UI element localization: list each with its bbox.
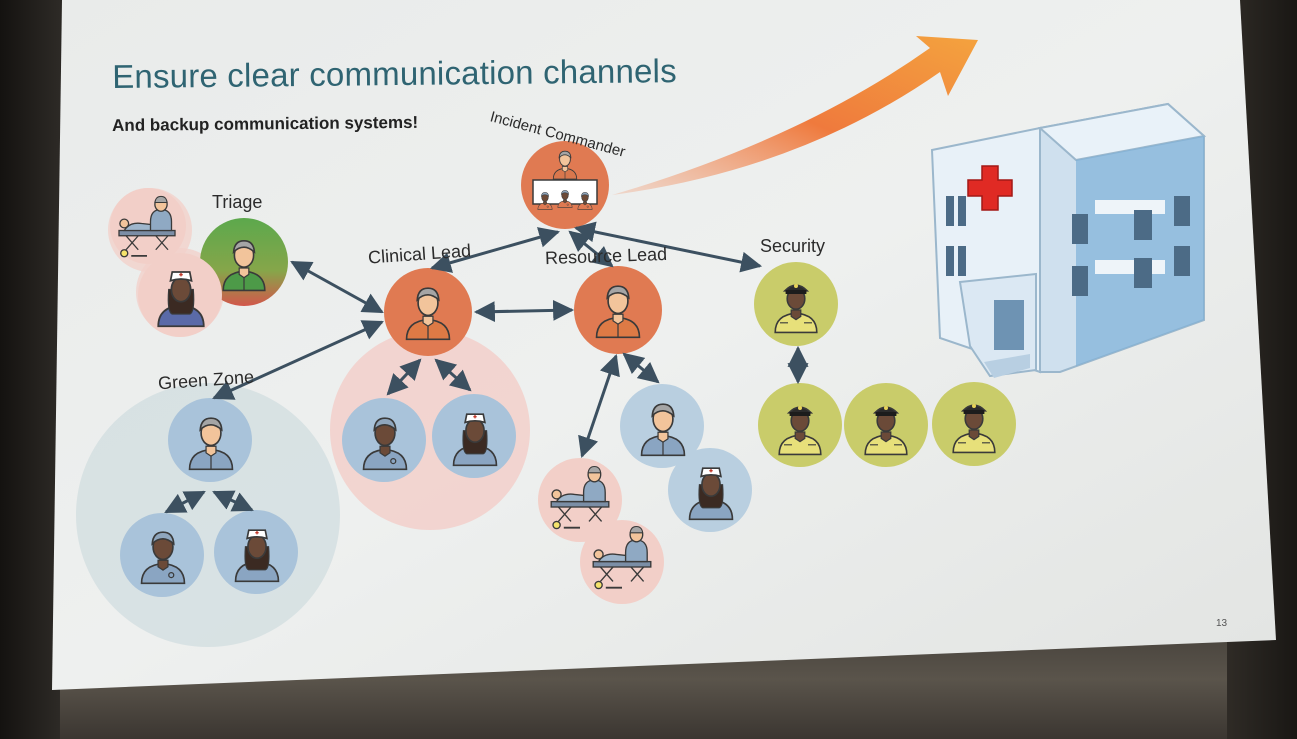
upward-trend-arrow-icon xyxy=(612,36,978,195)
slide-subtitle: And backup communication systems! xyxy=(112,112,419,135)
communication-arrows xyxy=(164,221,809,514)
projection-room-left-wall xyxy=(0,0,60,739)
triage-label: Triage xyxy=(212,192,263,212)
slide-title: Ensure clear communication channels xyxy=(112,52,677,95)
resource-lead-label: Resource Lead xyxy=(544,243,668,269)
hospital-building-icon xyxy=(930,102,1207,378)
page-number: 13 xyxy=(1216,618,1228,629)
security-label: Security xyxy=(760,236,826,256)
